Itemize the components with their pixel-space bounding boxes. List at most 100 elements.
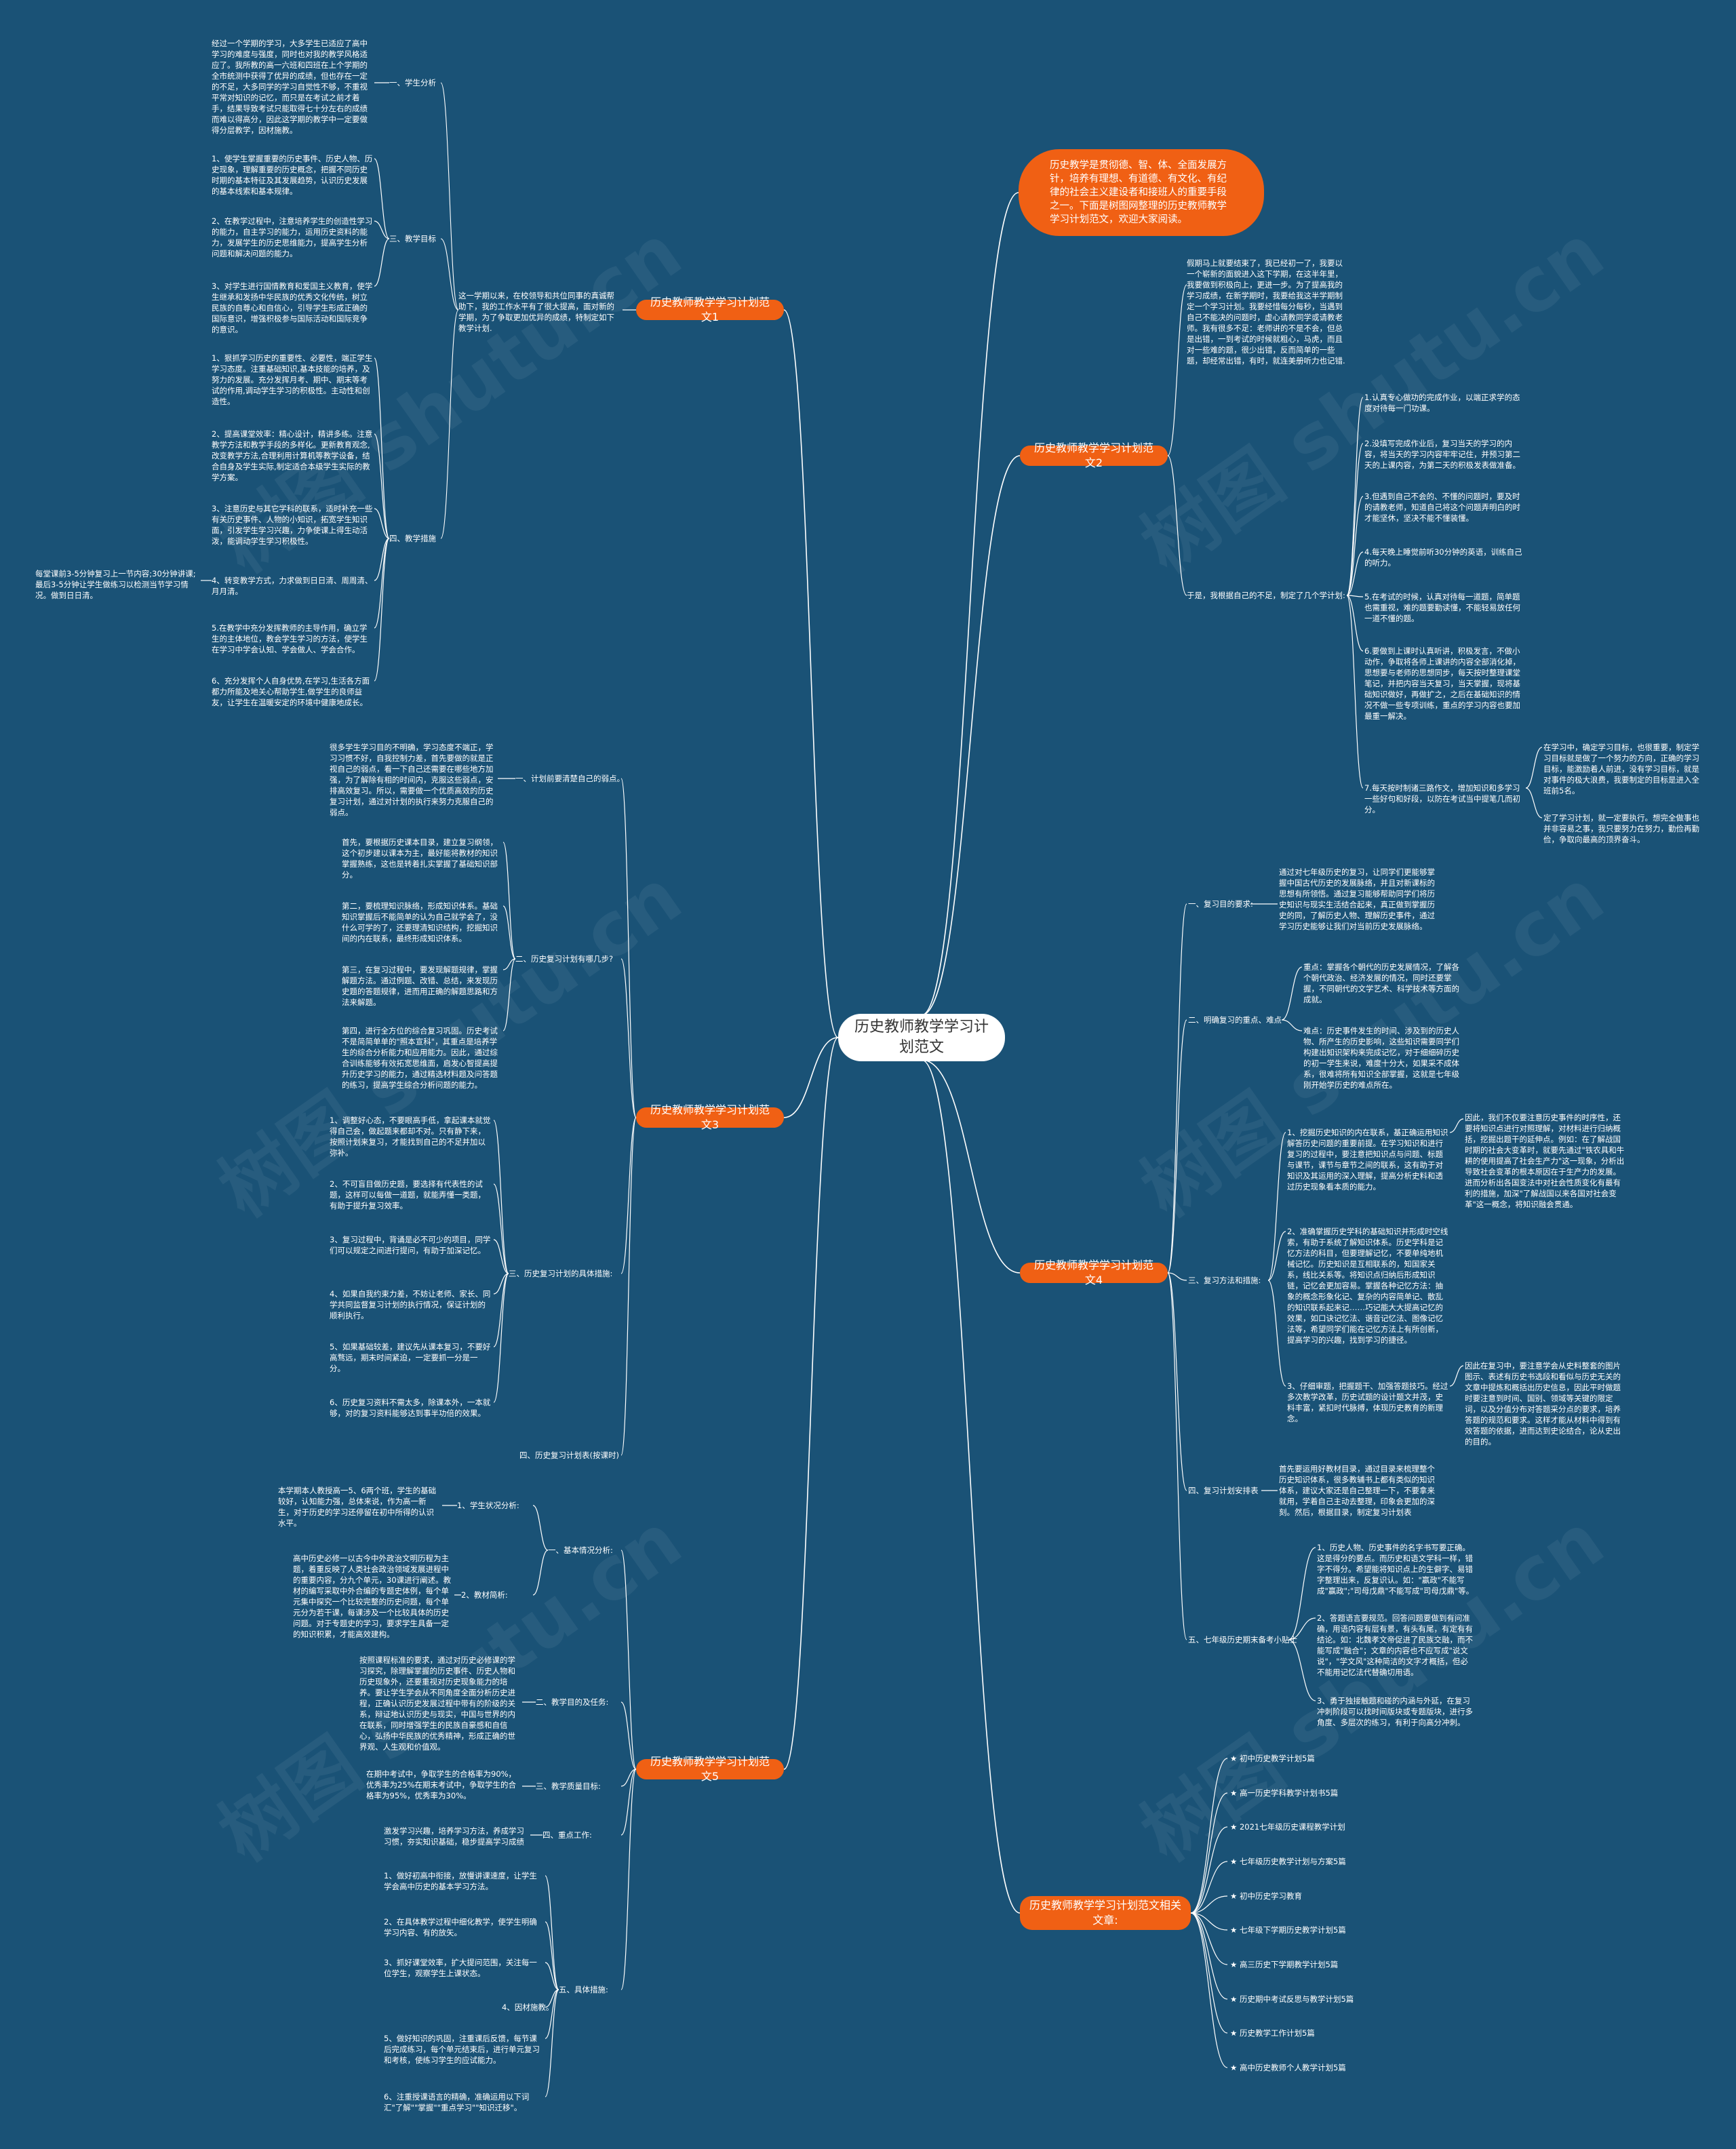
- connector: [1190, 1826, 1228, 1914]
- connector: [1346, 595, 1364, 597]
- b4-s4-text: 首先要运用好教材目录，通过目录来梳理整个历史知识体系，很多教辅书上都有类似的知识…: [1279, 1464, 1435, 1517]
- b5-s5-item-5: 5、做好知识的巩固，注重课后反馈，每节课后完成练习，每个单元结束后，进行单元复习…: [384, 2034, 540, 2065]
- related-link-2[interactable]: ★ 高一历史学科教学计划书5篇: [1230, 1788, 1339, 1798]
- b1-s4-item-3: 3、注意历史与其它学科的联系，适时补充一些有关历史事件、人物的小知识，拓宽学生知…: [212, 504, 373, 546]
- related-link-3[interactable]: ★ 2021七年级历史课程教学计划: [1230, 1822, 1345, 1832]
- branch-5[interactable]: 历史教师教学学习计划范文5: [636, 1755, 784, 1783]
- b3-s2-item-1: 首先，要根据历史课本目录，建立复习纲领，这个初步建以课本为主，最好能将教材的知识…: [342, 837, 498, 880]
- branch-related[interactable]: 历史教师教学学习计划范文相关文章:: [1020, 1896, 1191, 1930]
- b5-s1-sub-1-label: 1、学生状况分析:: [457, 1501, 519, 1510]
- connector: [620, 1117, 637, 1456]
- b4-s3-item-3: 3、仔细审题，把握题干、加强答题技巧。经过多次教学改革，历史试题的设计题文并茂，…: [1287, 1381, 1448, 1423]
- connector: [1190, 1912, 1228, 2034]
- b3-s2-item-2: 第二，要梳理知识脉络，形成知识体系。基础知识掌握后不能简单的认为自己就学会了，没…: [342, 901, 498, 943]
- connector: [374, 220, 390, 239]
- connector: [620, 1701, 637, 1770]
- connector: [502, 958, 516, 1031]
- b2-intro: 假期马上就要结束了，我已经初一了，我要以一个崭新的面貌进入这下学期，在这半年里，…: [1187, 258, 1345, 366]
- b1-s4-item-5: 5.在教学中充分发挥教师的主导作用，确立学生的主体地位，教会学生学习的方法，使学…: [212, 623, 368, 654]
- b4-s2-item-1: 重点：掌握各个朝代的历史发展情况，了解各个朝代政治、经济发展的情况，同时还要掌握…: [1303, 962, 1459, 1004]
- connector: [620, 1550, 637, 1770]
- branch-1[interactable]: 历史教师教学学习计划范文1: [636, 296, 784, 323]
- connector: [374, 538, 390, 581]
- connector: [493, 1120, 509, 1274]
- b5-s5-item-2: 2、在具体教学过程中细化教学，使学生明确学习内容、有的放矢。: [384, 1917, 537, 1937]
- connector: [502, 905, 516, 960]
- related-link-10[interactable]: ★ 高中历史教师个人教学计划5篇: [1230, 2063, 1346, 2072]
- b2-lead: 于是，我根据自己的不足，制定了几个学计划:: [1187, 591, 1345, 600]
- related-link-5[interactable]: ★ 初中历史学习教育: [1230, 1891, 1302, 1901]
- connector: [532, 1505, 549, 1551]
- connector: [1346, 595, 1364, 652]
- connector: [1346, 443, 1364, 596]
- connector: [1190, 1895, 1228, 1914]
- b5-s2-text: 按照课程标准的要求，通过对历史必修课的学习探究，除理解掌握的历史事件、历史人物和…: [359, 1655, 515, 1752]
- b3-s2-label: 二、历史复习计划有哪几步?: [515, 954, 614, 964]
- branch-4[interactable]: 历史教师教学学习计划范文4: [1020, 1259, 1168, 1286]
- connector: [545, 1989, 559, 2097]
- connector: [374, 538, 390, 682]
- b1-s4-item-6: 6、充分发挥个人自身优势,在学习,生活各方面都力所能及地关心帮助学生,做学生的良…: [212, 676, 370, 707]
- b1-s4-item-2: 2、提高课堂效率：精心设计，精讲多练。注意教学方法和教学手段的多样化。更新教育观…: [212, 429, 373, 482]
- related-link-4[interactable]: ★ 七年级历史教学计划与方案5篇: [1230, 1857, 1346, 1866]
- b3-s3-item-2: 2、不可盲目做历史题，要选择有代表性的试题，这样可以每做一道题，就能弄懂一类题，…: [330, 1179, 486, 1210]
- branch-3[interactable]: 历史教师教学学习计划范文3: [636, 1103, 784, 1131]
- connector: [1449, 1118, 1464, 1133]
- connector: [921, 192, 1019, 1016]
- b5-s1-sub-1-text: 本学期本人教授高一5、6两个班，学生的基础较好，认知能力强，总体来说，作为高一新…: [278, 1486, 437, 1528]
- b2-item7-sub-1: 在学习中，确定学习目标，也很重要，制定学习目标就是做了一个努力的方向，正确的学习…: [1543, 743, 1699, 795]
- b3-s2-item-4: 第四，进行全方位的综合复习巩固。历史考试不是简简单单的"照本宣科"，其重点是培养…: [342, 1026, 498, 1090]
- b2-item-7: 7.每天按时制诸三路作文，增加知识和多学习一些好句和好段，以防在考试当中提笔几而…: [1364, 783, 1520, 814]
- connector: [502, 958, 516, 970]
- connector: [493, 1273, 509, 1403]
- connector: [620, 958, 637, 1118]
- related-link-8[interactable]: ★ 历史期中考试反思与教学计划5篇: [1230, 1994, 1354, 2004]
- b4-s3-label: 三、复习方法和措施:: [1188, 1276, 1261, 1285]
- connector: [1525, 747, 1543, 789]
- connector: [1281, 966, 1303, 1021]
- b4-s5-label: 五、七年级历史期末备考小贴士: [1188, 1635, 1297, 1644]
- related-link-9[interactable]: ★ 历史教学工作计划5篇: [1230, 2028, 1315, 2038]
- b4-s1-text: 通过对七年级历史的复习，让同学们更能够掌握中国古代历史的发展脉络，并且对新课标的…: [1279, 867, 1435, 931]
- b4-s3-item-1: 1、挖掘历史知识的内在联系，基正确运用知识解答历史问题的重要前提。在学习知识和进…: [1287, 1128, 1448, 1191]
- b3-s3-item-3: 3、复习过程中，背诵是必不可少的项目，同学们可以规定之间进行提问，有助于加深记忆…: [330, 1235, 491, 1255]
- connector: [1190, 1912, 1228, 2068]
- connector: [374, 538, 390, 629]
- connector: [545, 1921, 559, 1990]
- connector: [620, 1117, 637, 1274]
- connector: [620, 1769, 637, 1836]
- intro-bubble[interactable]: 历史教学是贯彻德、智、体、全面发展方针，培养有理想、有道德、有文化、有纪律的社会…: [1019, 149, 1264, 236]
- connector: [1167, 1272, 1187, 1491]
- b5-s5-item-4: 4、因材施教。: [502, 2003, 554, 2012]
- b1-s4-label: 四、教学措施: [389, 534, 436, 543]
- connector: [1190, 1912, 1228, 2000]
- b2-item-2: 2.没填写完成作业后，复习当天的学习的内容，将当天的学习内容牢牢记住，并预习第二…: [1364, 439, 1520, 470]
- connector: [493, 1183, 509, 1274]
- related-link-1[interactable]: ★ 初中历史教学计划5篇: [1230, 1754, 1315, 1763]
- connector: [1190, 1861, 1228, 1914]
- b5-s5-item-3: 3、抓好课堂效率，扩大提问范围，关注每一位学生，观察学生上课状态。: [384, 1958, 537, 1978]
- b5-s1-sub-2-text: 高中历史必修一以古今中外政治文明历程为主题，着重反映了人类社会政治领域发展进程中…: [293, 1554, 452, 1639]
- root-topic[interactable]: 历史教师教学学习计划范文: [838, 1014, 1005, 1061]
- b1-s4-item-4: 4、转变教学方式，力求做到日日清、周周清、月月清。: [212, 576, 373, 596]
- b3-s3-item-6: 6、历史复习资料不需太多，除课本外，一本就够，对的复习资料能够达到事半功倍的效果…: [330, 1398, 491, 1418]
- connector: [1167, 1019, 1187, 1274]
- connector: [440, 309, 459, 539]
- b5-s1-label: 一、基本情况分析:: [548, 1545, 613, 1555]
- connector: [440, 82, 459, 311]
- connector: [1267, 1280, 1286, 1387]
- connector: [1167, 903, 1187, 1274]
- b3-s2-item-3: 第三，在复习过程中，要发现解题规律，掌握解题方法。通过例题、改错、总结，来发现历…: [342, 965, 498, 1007]
- related-link-7[interactable]: ★ 高三历史下学期教学计划5篇: [1230, 1960, 1339, 1969]
- b2-item7-sub-2: 定了学习计划，就一定要执行。想完全做事也并非容易之事，我只要努力在努力，勤俭再勤…: [1543, 813, 1699, 844]
- connector: [1267, 1231, 1286, 1281]
- related-link-6[interactable]: ★ 七年级下学期历史教学计划5篇: [1230, 1925, 1346, 1935]
- b5-s4-label: 四、重点工作:: [542, 1830, 592, 1840]
- connector: [1167, 1272, 1187, 1281]
- b5-s2-label: 二、教学目的及任务:: [536, 1697, 609, 1707]
- connector: [1167, 1272, 1187, 1640]
- connector: [620, 1769, 637, 1787]
- connector: [374, 508, 390, 539]
- branch-2[interactable]: 历史教师教学学习计划范文2: [1020, 441, 1168, 469]
- connector: [493, 1239, 509, 1274]
